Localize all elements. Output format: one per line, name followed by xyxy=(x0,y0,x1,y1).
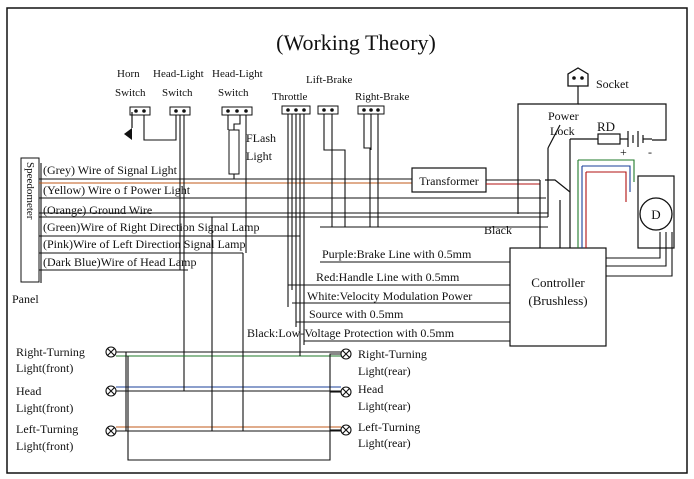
svg-text:Throttle: Throttle xyxy=(272,91,308,103)
motor-wires xyxy=(577,159,673,277)
svg-text:White:Velocity Modulation Powe: White:Velocity Modulation Power xyxy=(307,289,472,303)
right-brake-connector: Right-Brake xyxy=(355,91,409,115)
socket-label: Socket xyxy=(596,77,629,91)
svg-text:Source with 0.5mm: Source with 0.5mm xyxy=(309,307,404,321)
controller-label: Controller xyxy=(531,275,585,290)
panel-label: Panel xyxy=(12,292,39,306)
horn-switch: Horn Switch xyxy=(115,68,151,116)
svg-text:(Grey) Wire of Signal Lig: (Grey) Wire of Signal Light xyxy=(43,163,178,177)
svg-text:Black:Low-Voltage Protection w: Black:Low-Voltage Protection with 0.5mm xyxy=(247,326,455,340)
svg-text:(Orange) Ground Wire: (Orange) Ground Wire xyxy=(43,203,152,217)
panel-wires xyxy=(39,163,548,283)
svg-text:Light(front): Light(front) xyxy=(16,361,73,375)
flash-label-2: Light xyxy=(246,149,273,163)
svg-text:Light(front): Light(front) xyxy=(16,401,73,415)
svg-text:Head: Head xyxy=(358,382,383,396)
svg-text:Switch: Switch xyxy=(218,87,249,99)
svg-text:Purple:Brake Line with 0.5mm: Purple:Brake Line with 0.5mm xyxy=(322,247,472,261)
svg-text:Light(front): Light(front) xyxy=(16,439,73,453)
flash-label: FLash xyxy=(246,131,276,145)
svg-text:(Yellow) Wire o f Power Ligh: (Yellow) Wire o f Power Light xyxy=(43,183,191,197)
flash-relay xyxy=(228,129,240,175)
svg-text:Red:Handle Line with 0.5mm: Red:Handle Line with 0.5mm xyxy=(316,270,460,284)
controller-box xyxy=(509,247,607,347)
diagram-border xyxy=(6,7,688,474)
svg-text:Horn: Horn xyxy=(117,68,140,80)
svg-text:Head: Head xyxy=(16,384,41,398)
power-lock-label: Power xyxy=(548,109,579,123)
svg-text:Right-Turning: Right-Turning xyxy=(16,345,85,359)
svg-text:Switch: Switch xyxy=(162,87,193,99)
power-circuit xyxy=(517,86,667,248)
svg-text:Right-Brake: Right-Brake xyxy=(355,91,409,103)
throttle-connector: Throttle xyxy=(272,91,311,115)
power-lock-label-2: Lock xyxy=(550,124,575,138)
rear-light-labels: Right-Turning Light(rear) Head Light(rea… xyxy=(358,347,427,450)
svg-text:(Dark Blue)Wire of Head Lamp: (Dark Blue)Wire of Head Lamp xyxy=(43,255,196,269)
svg-text:Head-Light: Head-Light xyxy=(212,68,263,80)
socket-icon xyxy=(567,67,589,87)
controller-label-2: (Brushless) xyxy=(528,293,587,308)
svg-text:Light(rear): Light(rear) xyxy=(358,436,411,450)
speedometer-panel xyxy=(20,157,40,283)
front-light-labels: Right-Turning Light(front) Head Light(fr… xyxy=(16,345,85,453)
svg-text:Light(rear): Light(rear) xyxy=(358,399,411,413)
svg-text:Light(rear): Light(rear) xyxy=(358,364,411,378)
rd-label: RD xyxy=(597,119,615,134)
motor-label: D xyxy=(651,207,660,222)
svg-text:Switch: Switch xyxy=(115,87,146,99)
horn-icon xyxy=(124,128,132,140)
svg-text:Head-Light: Head-Light xyxy=(153,68,204,80)
lamp-icons xyxy=(105,346,352,437)
controller-input-lines xyxy=(288,261,510,342)
svg-text:Left-Turning: Left-Turning xyxy=(358,420,420,434)
lift-brake-connector: Lift-Brake xyxy=(306,74,353,115)
diagram-title: (Working Theory) xyxy=(276,30,436,55)
controller-line-labels: Purple:Brake Line with 0.5mm Red:Handle … xyxy=(247,247,472,340)
speedometer-label: Speedometer xyxy=(24,162,36,220)
light-wires xyxy=(116,217,341,461)
transformer-label: Transformer xyxy=(419,174,479,188)
svg-text:Lift-Brake: Lift-Brake xyxy=(306,74,353,86)
svg-text:Left-Turning: Left-Turning xyxy=(16,422,78,436)
svg-text:Right-Turning: Right-Turning xyxy=(358,347,427,361)
motor-icon: D xyxy=(637,175,675,249)
headlight-switch-2: Head-Light Switch xyxy=(212,68,263,116)
headlight-switch-1: Head-Light Switch xyxy=(153,68,204,116)
switch-wires xyxy=(143,114,379,380)
battery-minus: - xyxy=(648,145,652,159)
svg-text:(Pink)Wire of Left Direction: (Pink)Wire of Left Direction Signal Lamp xyxy=(43,237,245,251)
svg-text:(Green)Wire of Right Direc: (Green)Wire of Right Direction Signal La… xyxy=(43,220,259,234)
black-wire-label: Black xyxy=(484,223,512,237)
battery-plus: + xyxy=(620,145,627,159)
transformer xyxy=(411,167,487,193)
